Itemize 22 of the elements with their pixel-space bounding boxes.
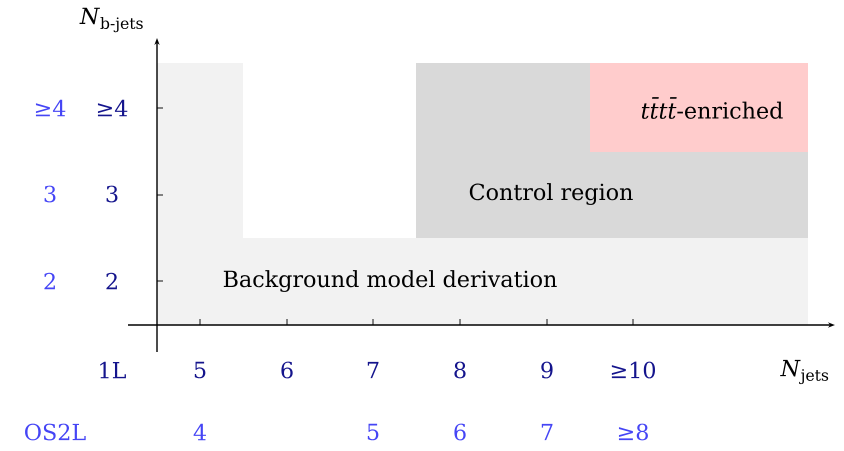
tick-label: 7 [368,362,378,378]
tick-label: 9 [541,362,553,378]
region-area: tt̄tt̄-enriched [590,63,808,152]
tick-label: 3 [106,186,118,202]
tick-label: 7 [542,424,552,440]
tick-label: ≥10 [612,362,655,378]
tick-label: ≥4 [36,100,66,116]
tick-label: 6 [454,424,466,440]
row-label: OS2L [25,424,86,440]
tick-label: 4 [194,424,206,440]
tick-label: 2 [106,272,117,290]
tick-label: 8 [454,362,466,378]
row-label: 1L [100,362,126,378]
tick-label: 5 [368,424,378,440]
tick-label: ≥8 [618,424,648,440]
tick-label: ≥4 [98,100,128,116]
axis-label: N$_{jets}$ [780,360,828,384]
tick-label: 3 [44,186,56,202]
axis-label: N$_{b-jets}$ [79,8,143,32]
tick-label: 2 [44,272,55,290]
tick-label: 5 [194,362,206,378]
tick-label: 6 [281,362,293,378]
